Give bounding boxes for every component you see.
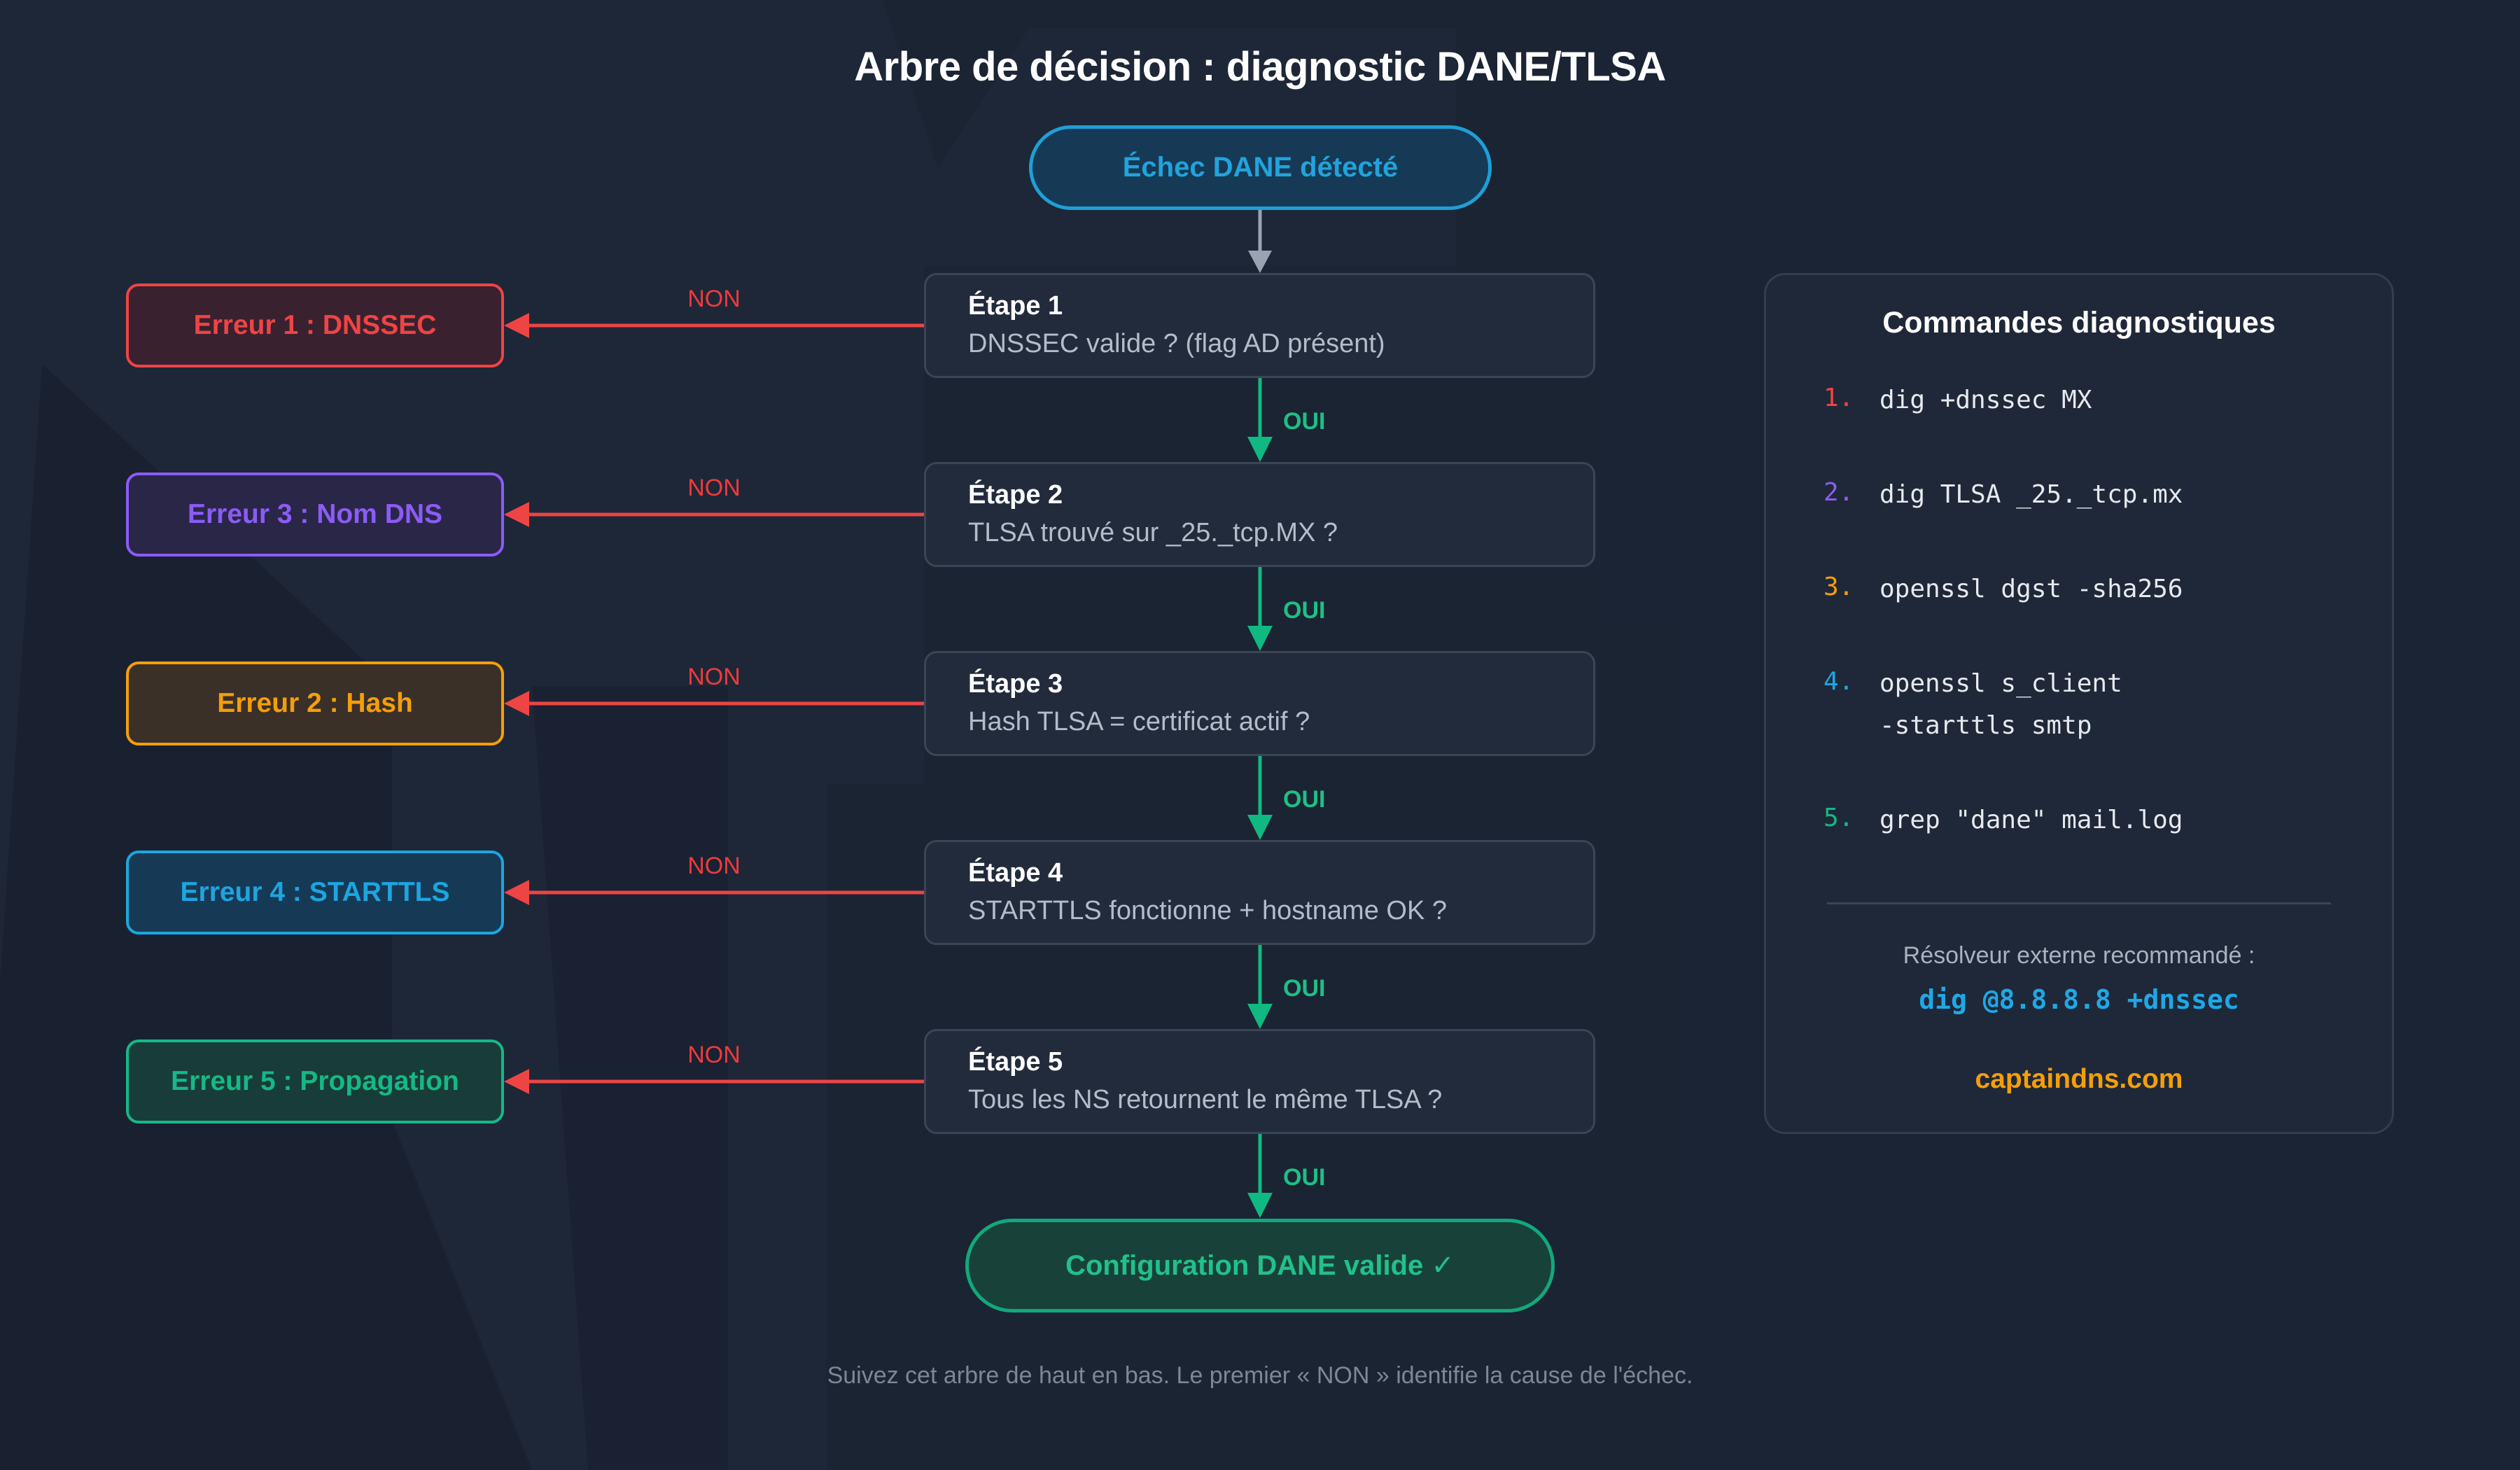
non-label: NON	[687, 1042, 741, 1068]
site-link: captaindns.com	[1975, 1064, 2183, 1094]
command-text: dig +dnssec MX	[1879, 386, 2092, 414]
non-label: NON	[687, 475, 741, 501]
error-2-hash: Erreur 2 : Hash	[126, 662, 504, 746]
resolver-label: Résolveur externe recommandé :	[1903, 942, 2255, 969]
footer-note: Suivez cet arbre de haut en bas. Le prem…	[827, 1362, 1693, 1389]
step-3-box: Étape 3 Hash TLSA = certificat actif ?	[924, 651, 1595, 756]
command-text: openssl dgst -sha256	[1879, 575, 2183, 603]
start-node: Échec DANE détecté	[1029, 125, 1492, 210]
diagnostic-commands-panel	[1764, 273, 2394, 1134]
step-question: Tous les NS retournent le même TLSA ?	[968, 1085, 1443, 1114]
command-text-continuation: -starttls smtp	[1879, 711, 2092, 740]
command-number: 3.	[1823, 573, 1854, 601]
oui-label: OUI	[1283, 597, 1326, 624]
command-text: grep "dane" mail.log	[1879, 806, 2183, 834]
step-question: Hash TLSA = certificat actif ?	[968, 707, 1310, 736]
step-title: Étape 1	[968, 291, 1063, 321]
error-1-dnssec: Erreur 1 : DNSSEC	[126, 284, 504, 368]
step-5-box: Étape 5 Tous les NS retournent le même T…	[924, 1029, 1595, 1134]
error-3-nom-dns: Erreur 3 : Nom DNS	[126, 472, 504, 556]
command-text: openssl s_client	[1879, 669, 2122, 698]
end-node: Configuration DANE valide ✓	[965, 1219, 1555, 1312]
oui-label: OUI	[1283, 786, 1326, 813]
step-4-box: Étape 4 STARTTLS fonctionne + hostname O…	[924, 840, 1595, 945]
non-label: NON	[687, 286, 741, 312]
step-1-box: Étape 1 DNSSEC valide ? (flag AD présent…	[924, 273, 1595, 378]
step-title: Étape 3	[968, 669, 1063, 699]
step-title: Étape 4	[968, 858, 1063, 888]
step-question: DNSSEC valide ? (flag AD présent)	[968, 329, 1385, 358]
command-text: dig TLSA _25._tcp.mx	[1879, 480, 2183, 509]
non-label: NON	[687, 853, 741, 879]
panel-title: Commandes diagnostiques	[1882, 306, 2276, 340]
command-number: 2.	[1823, 478, 1854, 507]
oui-label: OUI	[1283, 1164, 1326, 1191]
non-label: NON	[687, 664, 741, 690]
step-title: Étape 5	[968, 1047, 1063, 1077]
oui-label: OUI	[1283, 408, 1326, 435]
step-2-box: Étape 2 TLSA trouvé sur _25._tcp.MX ?	[924, 462, 1595, 567]
error-5-propagation: Erreur 5 : Propagation	[126, 1040, 504, 1124]
oui-label: OUI	[1283, 975, 1326, 1002]
step-question: STARTTLS fonctionne + hostname OK ?	[968, 896, 1447, 925]
resolver-command: dig @8.8.8.8 +dnssec	[1919, 984, 2239, 1015]
command-number: 1.	[1823, 384, 1854, 412]
page-title: Arbre de décision : diagnostic DANE/TLSA	[854, 44, 1666, 90]
step-title: Étape 2	[968, 480, 1063, 510]
error-4-starttls: Erreur 4 : STARTTLS	[126, 850, 504, 934]
command-number: 4.	[1823, 667, 1854, 696]
panel-divider	[1827, 902, 2331, 904]
step-question: TLSA trouvé sur _25._tcp.MX ?	[968, 518, 1338, 547]
command-number: 5.	[1823, 804, 1854, 832]
